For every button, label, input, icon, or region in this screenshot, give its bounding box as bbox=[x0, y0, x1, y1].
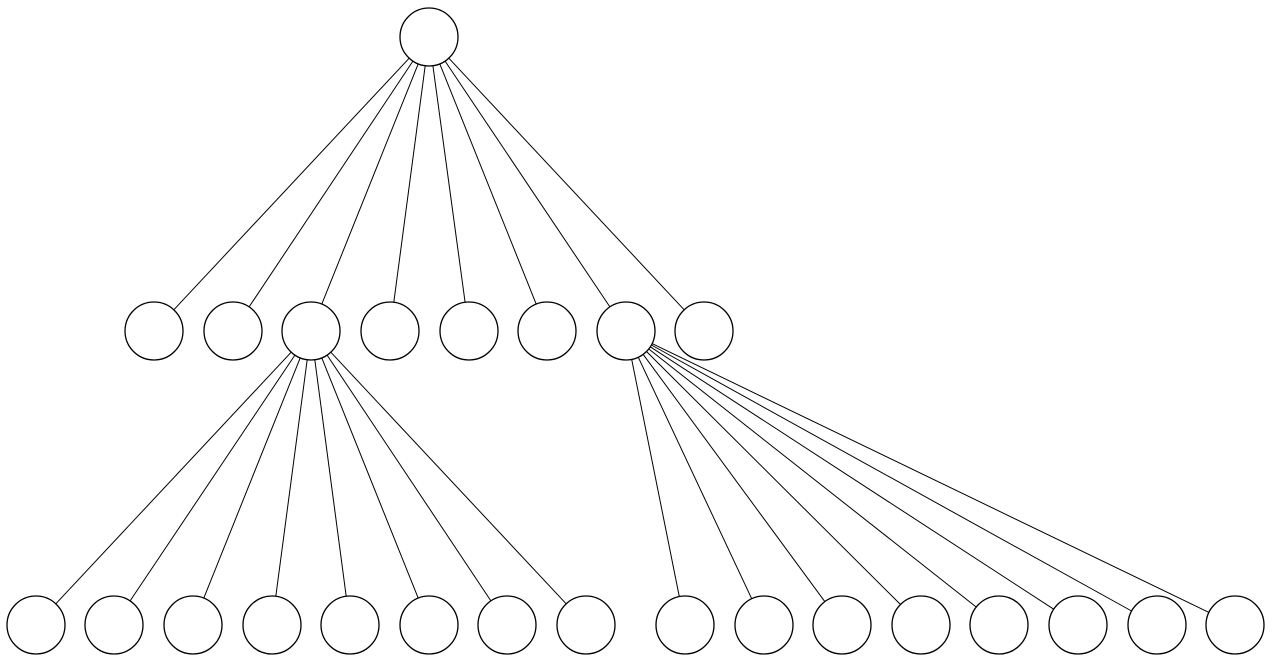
tree-node-c7 bbox=[1127, 595, 1187, 655]
edge-a3-b6 bbox=[321, 357, 419, 599]
tree-node-c6 bbox=[1048, 595, 1108, 655]
edge-a7-c7 bbox=[651, 344, 1132, 612]
tree-node-b5 bbox=[320, 595, 380, 655]
tree-node-a6 bbox=[517, 301, 577, 361]
edge-a7-c5 bbox=[648, 348, 977, 608]
edge-root-a8 bbox=[448, 57, 685, 311]
edge-a3-b2 bbox=[129, 354, 296, 602]
tree-node-b4 bbox=[242, 595, 302, 655]
edge-root-a5 bbox=[432, 65, 466, 303]
edge-a7-c2 bbox=[637, 357, 753, 599]
tree-node-b8 bbox=[556, 595, 616, 655]
tree-node-a3 bbox=[281, 301, 341, 361]
tree-node-c2 bbox=[734, 595, 794, 655]
edge-a3-b5 bbox=[314, 359, 347, 597]
tree-node-a7 bbox=[596, 301, 656, 361]
edge-a3-b7 bbox=[326, 354, 492, 602]
tree-node-b1 bbox=[6, 595, 66, 655]
edges-layer bbox=[55, 57, 1210, 613]
tree-node-a4 bbox=[360, 301, 420, 361]
edge-a3-b3 bbox=[203, 357, 301, 599]
tree-node-a2 bbox=[203, 301, 263, 361]
tree-node-root bbox=[399, 7, 459, 67]
edge-root-a3 bbox=[321, 63, 419, 305]
tree-node-c4 bbox=[891, 595, 951, 655]
edge-a7-c3 bbox=[642, 354, 826, 602]
tree-node-a1 bbox=[124, 301, 184, 361]
edge-a7-c4 bbox=[646, 351, 901, 605]
edge-root-a6 bbox=[439, 63, 537, 305]
edge-root-a7 bbox=[444, 60, 611, 308]
tree-node-b2 bbox=[84, 595, 144, 655]
edge-a7-c8 bbox=[651, 343, 1210, 613]
edge-root-a2 bbox=[248, 60, 414, 308]
edge-root-a1 bbox=[173, 57, 410, 311]
tree-node-c1 bbox=[655, 595, 715, 655]
edge-a3-b1 bbox=[55, 351, 292, 605]
edge-root-a4 bbox=[393, 65, 426, 303]
edge-a7-c6 bbox=[650, 346, 1054, 610]
tree-node-b7 bbox=[477, 595, 537, 655]
tree-node-c5 bbox=[969, 595, 1029, 655]
tree-node-c8 bbox=[1205, 595, 1265, 655]
edge-a3-b8 bbox=[330, 351, 567, 605]
edge-a7-c1 bbox=[631, 359, 680, 597]
tree-node-b3 bbox=[163, 595, 223, 655]
tree-node-a5 bbox=[439, 301, 499, 361]
tree-node-c3 bbox=[812, 595, 872, 655]
tree-node-a8 bbox=[674, 301, 734, 361]
edge-a3-b4 bbox=[275, 359, 308, 597]
nodes-layer bbox=[6, 7, 1265, 655]
tree-node-b6 bbox=[399, 595, 459, 655]
